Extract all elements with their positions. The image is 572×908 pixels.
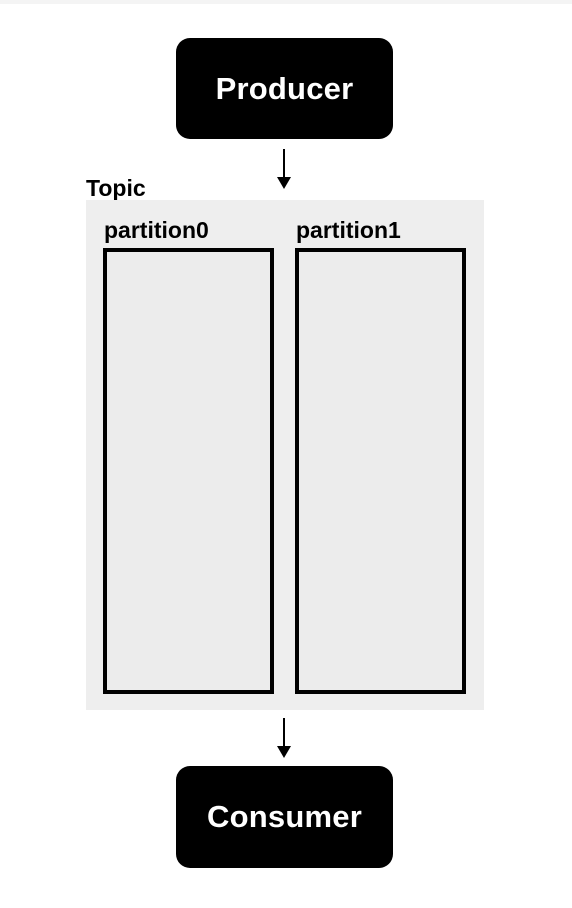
partition0-box bbox=[103, 248, 274, 694]
partition1-label: partition1 bbox=[296, 217, 401, 243]
consumer-node: Consumer bbox=[176, 766, 393, 868]
partition1-box bbox=[295, 248, 466, 694]
producer-to-topic-arrow bbox=[277, 149, 291, 189]
top-divider bbox=[0, 0, 572, 4]
consumer-label: Consumer bbox=[207, 799, 362, 834]
producer-node: Producer bbox=[176, 38, 393, 139]
partition0-label: partition0 bbox=[104, 217, 209, 243]
topic-label: Topic bbox=[86, 175, 146, 201]
producer-label: Producer bbox=[215, 70, 354, 106]
topic-to-consumer-arrow bbox=[277, 718, 291, 758]
